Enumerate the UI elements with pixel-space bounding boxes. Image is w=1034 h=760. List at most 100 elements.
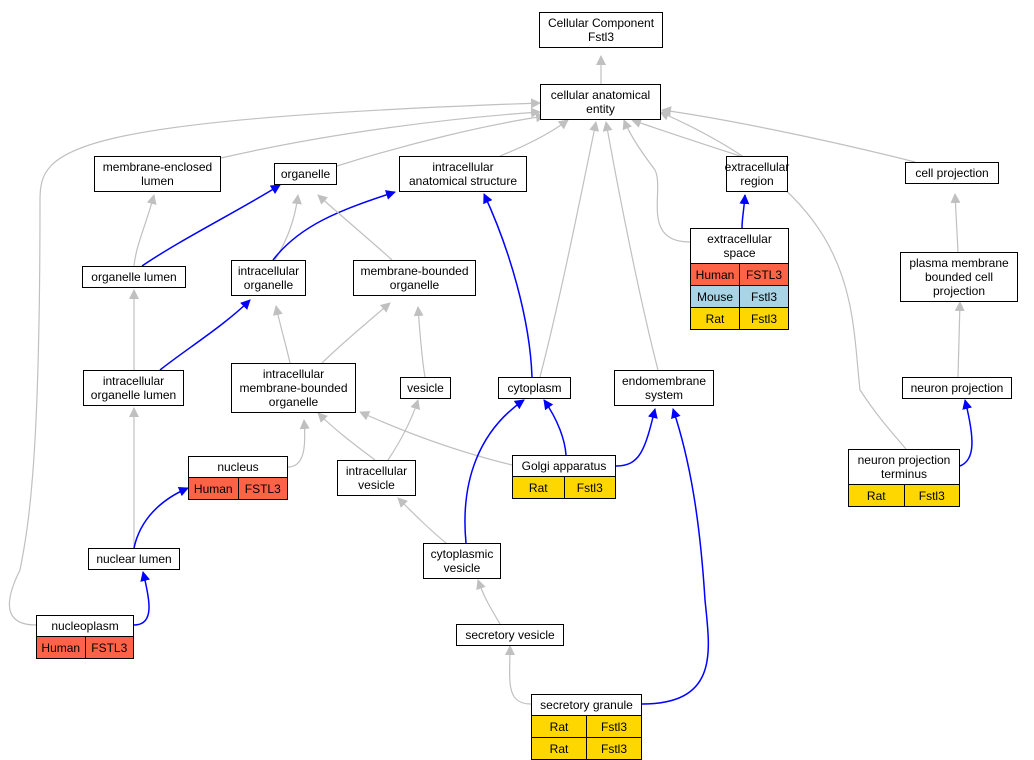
ortholog-species: Rat [528, 480, 548, 495]
edge-cytves-to-intves [397, 497, 447, 544]
node-label: membrane-enclosed lumen [102, 160, 213, 188]
ortholog-species: Rat [705, 311, 725, 326]
node-cytves[interactable]: cytoplasmic vesicle [423, 543, 501, 579]
ortholog-row: Human FSTL3 [189, 477, 287, 499]
node-organelle[interactable]: organelle [274, 163, 337, 185]
edge-golgi-to-imbo [359, 411, 513, 466]
node-label: plasma membrane bounded cell projection [909, 256, 1009, 298]
node-label: neuron projection terminus [857, 453, 951, 481]
node-secves[interactable]: secretory vesicle [456, 624, 564, 646]
ortholog-gene: FSTL3 [739, 264, 788, 285]
node-label: organelle lumen [91, 270, 177, 284]
node-label: intracellular anatomical structure [408, 160, 518, 188]
edge-nuclumen-to-nucleus [133, 486, 189, 549]
node-cellproj[interactable]: cell projection [905, 162, 999, 184]
node-label: vesicle [407, 381, 444, 395]
node-label: nucleoplasm [51, 619, 119, 633]
node-orglumen[interactable]: organelle lumen [82, 266, 186, 288]
edges-layer [8, 55, 973, 705]
ortholog-row: Mouse Fstl3 [691, 285, 788, 307]
ortholog-row: Rat Fstl3 [691, 307, 788, 329]
edge-secgran-to-secves [504, 645, 532, 705]
node-label: cytoplasm [507, 381, 562, 395]
edge-exspace-to-cae [622, 119, 691, 243]
node-ias[interactable]: intracellular anatomical structure [399, 156, 527, 192]
ortholog-species: Mouse [696, 289, 734, 304]
edge-nucleoplasm-to-nuclumen [133, 571, 151, 626]
ortholog-gene: FSTL3 [84, 637, 134, 658]
edge-exreg-to-cae [631, 118, 741, 157]
edge-golgi-to-endo [615, 408, 658, 467]
node-endo[interactable]: endomembrane system [614, 370, 714, 406]
ortholog-gene: Fstl3 [739, 286, 788, 307]
ortholog-gene: Fstl3 [739, 308, 788, 329]
ortholog-species: Rat [866, 488, 886, 503]
edge-npt-to-neuproj [959, 399, 973, 467]
edge-ias-to-cae [499, 119, 569, 157]
node-label: nuclear lumen [96, 552, 172, 566]
edge-intves-to-vesicle [387, 399, 421, 461]
node-nuclumen[interactable]: nuclear lumen [88, 548, 180, 570]
edge-secves-to-cytves [476, 579, 501, 625]
node-label: Golgi apparatus [521, 459, 607, 473]
edge-cytoplasm-to-ias [483, 193, 533, 378]
edge-golgi-to-cytoplasm [543, 399, 567, 456]
node-intves[interactable]: intracellular vesicle [337, 460, 416, 496]
ortholog-gene: Fstl3 [903, 485, 960, 506]
edge-imbo-to-mbo [321, 302, 391, 364]
node-label: neuron projection [910, 381, 1004, 395]
node-label: intracellular membrane-bounded organelle [239, 367, 348, 409]
edge-nucleoplasm-to-cae [8, 98, 541, 626]
edge-mel-to-cae [220, 107, 541, 159]
edge-cytves-to-cytoplasm [464, 399, 525, 544]
edge-imbo-to-intorg [272, 305, 291, 364]
node-cae[interactable]: cellular anatomical entity [540, 84, 661, 120]
edge-exspace-to-exreg [739, 194, 750, 229]
edge-pmbcp-to-cellproj [950, 193, 961, 253]
node-label: Cellular Component Fstl3 [547, 16, 655, 44]
node-vesicle[interactable]: vesicle [400, 377, 451, 399]
edge-orglumen-to-mel [133, 194, 157, 267]
ortholog-species: Human [193, 481, 233, 496]
node-label: extracellular space [707, 232, 772, 260]
node-label: nucleus [217, 460, 259, 474]
ortholog-species: Human [41, 640, 81, 655]
edge-iol-to-intorg [159, 299, 251, 371]
node-label: endomembrane system [621, 374, 707, 402]
edge-organelle-to-cae [336, 112, 546, 167]
edge-vesicle-to-mbo [413, 306, 426, 378]
node-pmbcp[interactable]: plasma membrane bounded cell projection [900, 252, 1018, 302]
node-exreg[interactable]: extracellular region [724, 156, 790, 192]
ortholog-gene: FSTL3 [237, 478, 288, 499]
edge-intorg-to-ias [272, 190, 396, 261]
node-label: cellular anatomical entity [550, 88, 651, 116]
node-label: membrane-bounded organelle [360, 264, 469, 292]
node-imbo[interactable]: intracellular membrane-bounded organelle [231, 363, 356, 413]
node-label: cytoplasmic vesicle [430, 547, 494, 575]
node-label: cell projection [915, 166, 989, 180]
node-mbo[interactable]: membrane-bounded organelle [353, 260, 476, 296]
node-iol[interactable]: intracellular organelle lumen [83, 370, 184, 406]
node-cytoplasm[interactable]: cytoplasm [498, 377, 571, 399]
ortholog-row: Rat Fstl3 [849, 484, 959, 506]
node-intorg[interactable]: intracellular organelle [231, 260, 306, 296]
node-label: organelle [280, 167, 331, 181]
node-label: secretory granule [540, 698, 633, 712]
edge-orglumen-to-organelle [141, 184, 281, 267]
ortholog-gene: Fstl3 [586, 716, 641, 737]
node-mel[interactable]: membrane-enclosed lumen [94, 156, 221, 192]
node-root[interactable]: Cellular Component Fstl3 [539, 12, 663, 48]
node-label: extracellular region [724, 160, 790, 188]
edge-mbo-to-organelle [317, 194, 393, 261]
node-neuproj[interactable]: neuron projection [902, 377, 1012, 399]
